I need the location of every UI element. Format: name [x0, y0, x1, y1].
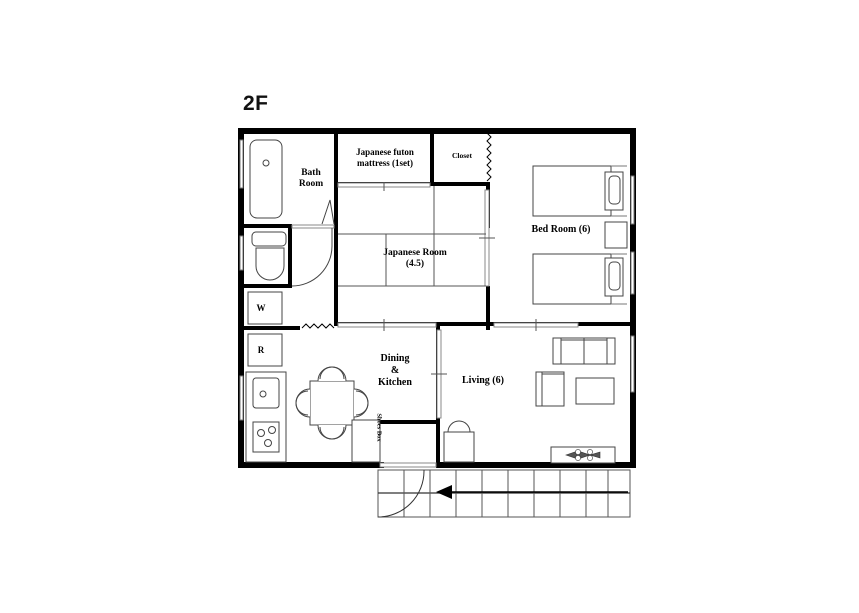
sliding-doors	[291, 179, 579, 468]
toilet-icon	[251, 231, 287, 281]
shoes-box	[351, 419, 381, 463]
refrigerator-icon	[247, 333, 283, 367]
kitchen-counter	[245, 371, 287, 463]
dining-set	[295, 366, 369, 440]
japanese-room-tatami	[338, 186, 486, 287]
entry-direction-arrow	[436, 485, 628, 499]
bath-room	[244, 134, 335, 225]
balcony	[377, 469, 631, 518]
living-room-furniture	[443, 337, 616, 464]
zigzag-partition-symbols	[301, 132, 492, 329]
page-title: 2F	[243, 92, 269, 115]
entry-door	[377, 470, 425, 518]
gas-stove-icon	[252, 421, 280, 453]
laundry-appliances	[247, 291, 283, 367]
sofa-icon	[552, 337, 616, 365]
toilet-door	[291, 228, 333, 287]
tv-stand-icon	[550, 446, 616, 464]
entry-vestibule	[384, 424, 436, 462]
bed-icon	[532, 165, 624, 217]
futon-alcove	[338, 134, 430, 182]
coffee-table-icon	[575, 377, 615, 405]
windows	[239, 139, 635, 421]
exterior-walls	[238, 128, 636, 468]
stool-icon	[443, 420, 475, 463]
toilet-room	[244, 228, 333, 287]
closet-area	[434, 134, 486, 182]
nightstand-icon	[604, 221, 628, 249]
armchair-icon	[535, 371, 565, 407]
bathtub-icon	[249, 139, 283, 219]
washer-icon	[247, 291, 283, 325]
room-label-shoes-box: Shoes Box	[375, 413, 383, 442]
bed-icon	[532, 253, 624, 305]
bath-door	[321, 199, 335, 225]
dining-table-icon	[309, 380, 355, 426]
kitchen-sink-icon	[252, 377, 280, 409]
bed-room-furniture	[532, 165, 628, 305]
